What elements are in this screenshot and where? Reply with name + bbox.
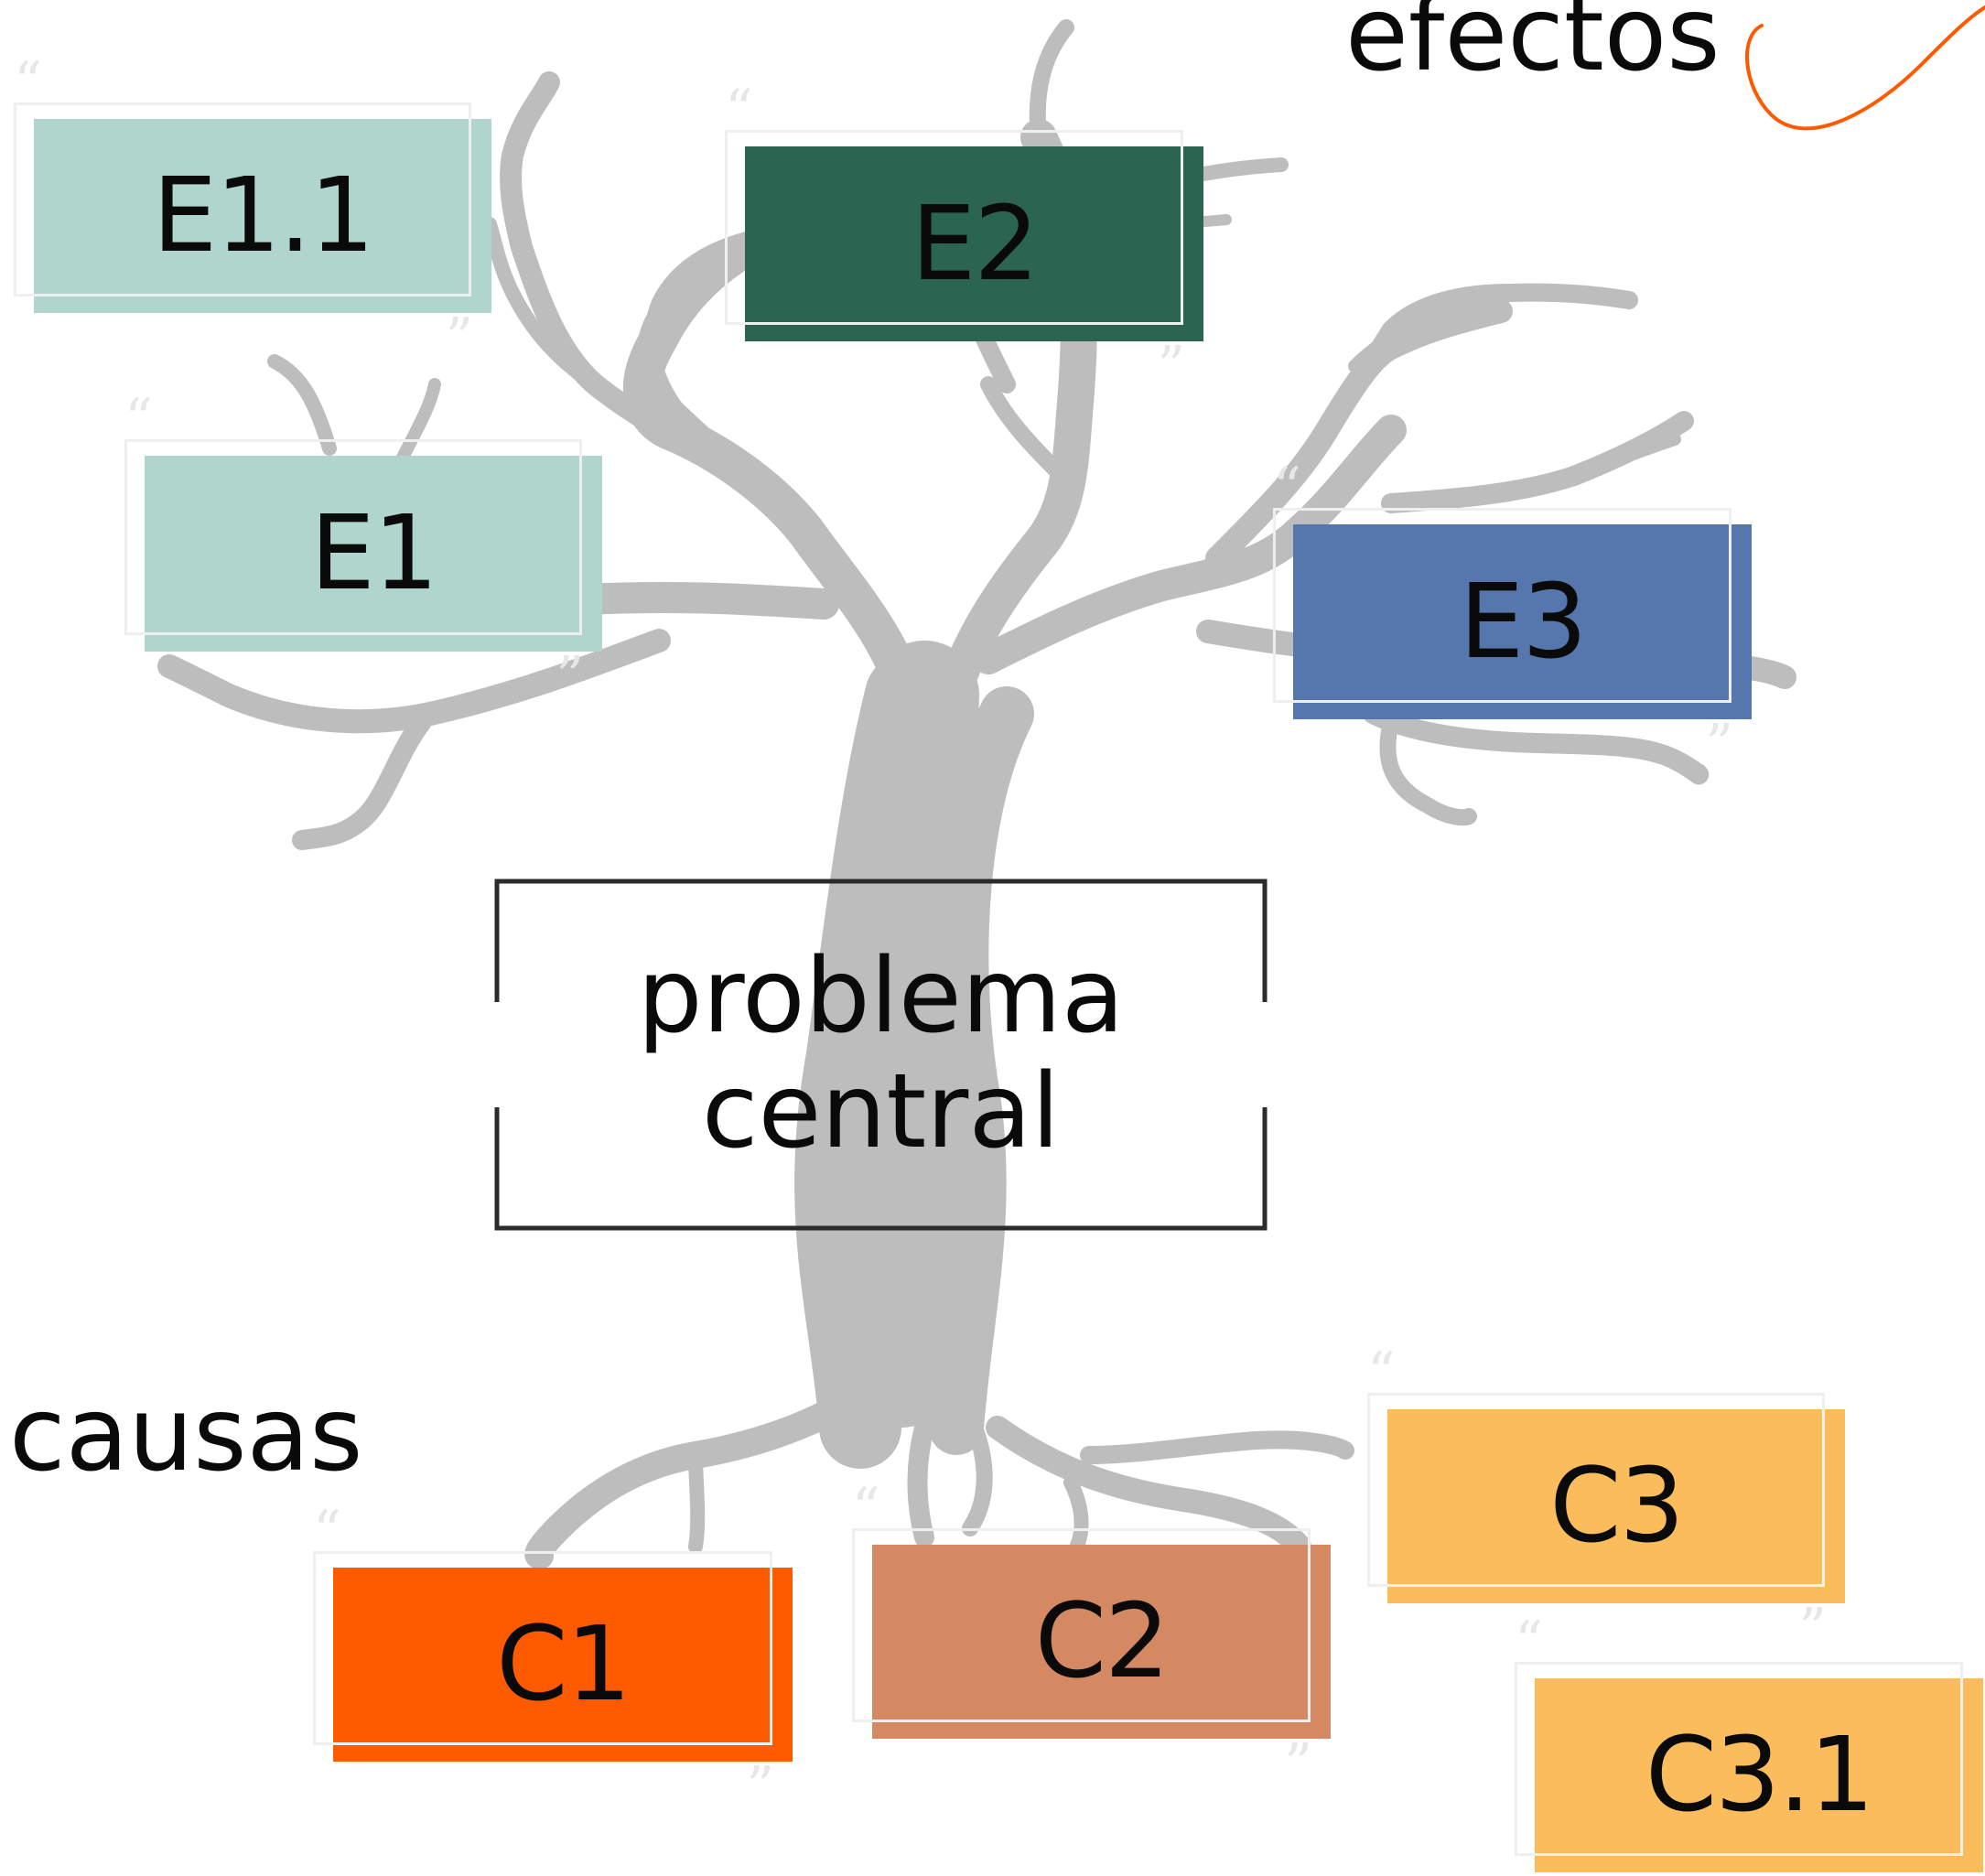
quote-close-icon: ” <box>445 307 473 371</box>
card-frame <box>313 1551 772 1745</box>
effect-card-e3: E3 “ ” <box>1273 460 1752 772</box>
cause-card-fill <box>1387 1409 1845 1603</box>
cause-label-c3: C3 <box>1549 1447 1684 1566</box>
quote-close-icon: ” <box>1798 1597 1827 1661</box>
cause-label-c1: C1 <box>496 1605 631 1724</box>
central-problem-line1: problema <box>637 937 1125 1057</box>
effect-label-e2: E2 <box>911 184 1039 304</box>
cause-card-fill <box>333 1568 793 1762</box>
card-frame <box>852 1528 1311 1722</box>
card-frame <box>725 130 1183 325</box>
quote-close-icon: ” <box>746 1755 774 1819</box>
effect-card-e1: E1 “ ” <box>124 392 602 705</box>
effect-card-e2: E2 “ ” <box>725 82 1203 394</box>
central-problem-bracket <box>494 879 1268 1231</box>
effect-card-fill <box>745 146 1203 341</box>
cause-card-c1: C1 “ ” <box>313 1504 793 1815</box>
effect-card-fill <box>34 119 491 313</box>
quote-close-icon: ” <box>1705 713 1733 777</box>
quote-open-icon: “ <box>313 1499 341 1563</box>
quote-open-icon: “ <box>14 50 42 114</box>
quote-open-icon: “ <box>1367 1341 1396 1405</box>
quote-close-icon: ” <box>1284 1732 1312 1796</box>
central-problem-line2: central <box>701 1051 1061 1171</box>
effect-label-e1: E1 <box>309 494 438 613</box>
quote-open-icon: “ <box>725 78 753 142</box>
quote-open-icon: “ <box>852 1476 880 1540</box>
accent-curve <box>1745 5 1985 131</box>
card-frame <box>124 439 582 635</box>
effect-card-e1-1: E1.1 “ ” <box>14 55 491 366</box>
card-frame <box>1273 508 1731 703</box>
effect-card-fill <box>1293 524 1752 719</box>
effects-heading: efectos <box>1345 0 1721 94</box>
causes-heading: causas <box>9 1375 363 1494</box>
card-frame <box>1515 1662 1963 1856</box>
central-problem: problema central <box>494 879 1268 1231</box>
quote-open-icon: “ <box>1273 456 1301 520</box>
effect-card-fill <box>145 456 602 652</box>
effect-label-e1-1: E1.1 <box>152 156 375 275</box>
quote-open-icon: “ <box>124 387 153 451</box>
cause-card-fill <box>872 1545 1331 1739</box>
effect-label-e3: E3 <box>1459 562 1587 682</box>
card-frame <box>14 102 471 296</box>
cause-label-c2: C2 <box>1034 1582 1170 1701</box>
cause-label-c3-1: C3.1 <box>1645 1716 1874 1835</box>
quote-open-icon: “ <box>1515 1610 1543 1674</box>
cause-card-fill <box>1535 1678 1983 1872</box>
cause-card-c3: C3 “ ” <box>1367 1345 1845 1656</box>
quote-close-icon: ” <box>1157 335 1185 399</box>
cause-card-c2: C2 “ ” <box>852 1481 1331 1792</box>
cause-card-c3-1: C3.1 “ <box>1515 1614 1983 1872</box>
card-frame <box>1367 1393 1825 1587</box>
quote-close-icon: ” <box>556 645 584 709</box>
